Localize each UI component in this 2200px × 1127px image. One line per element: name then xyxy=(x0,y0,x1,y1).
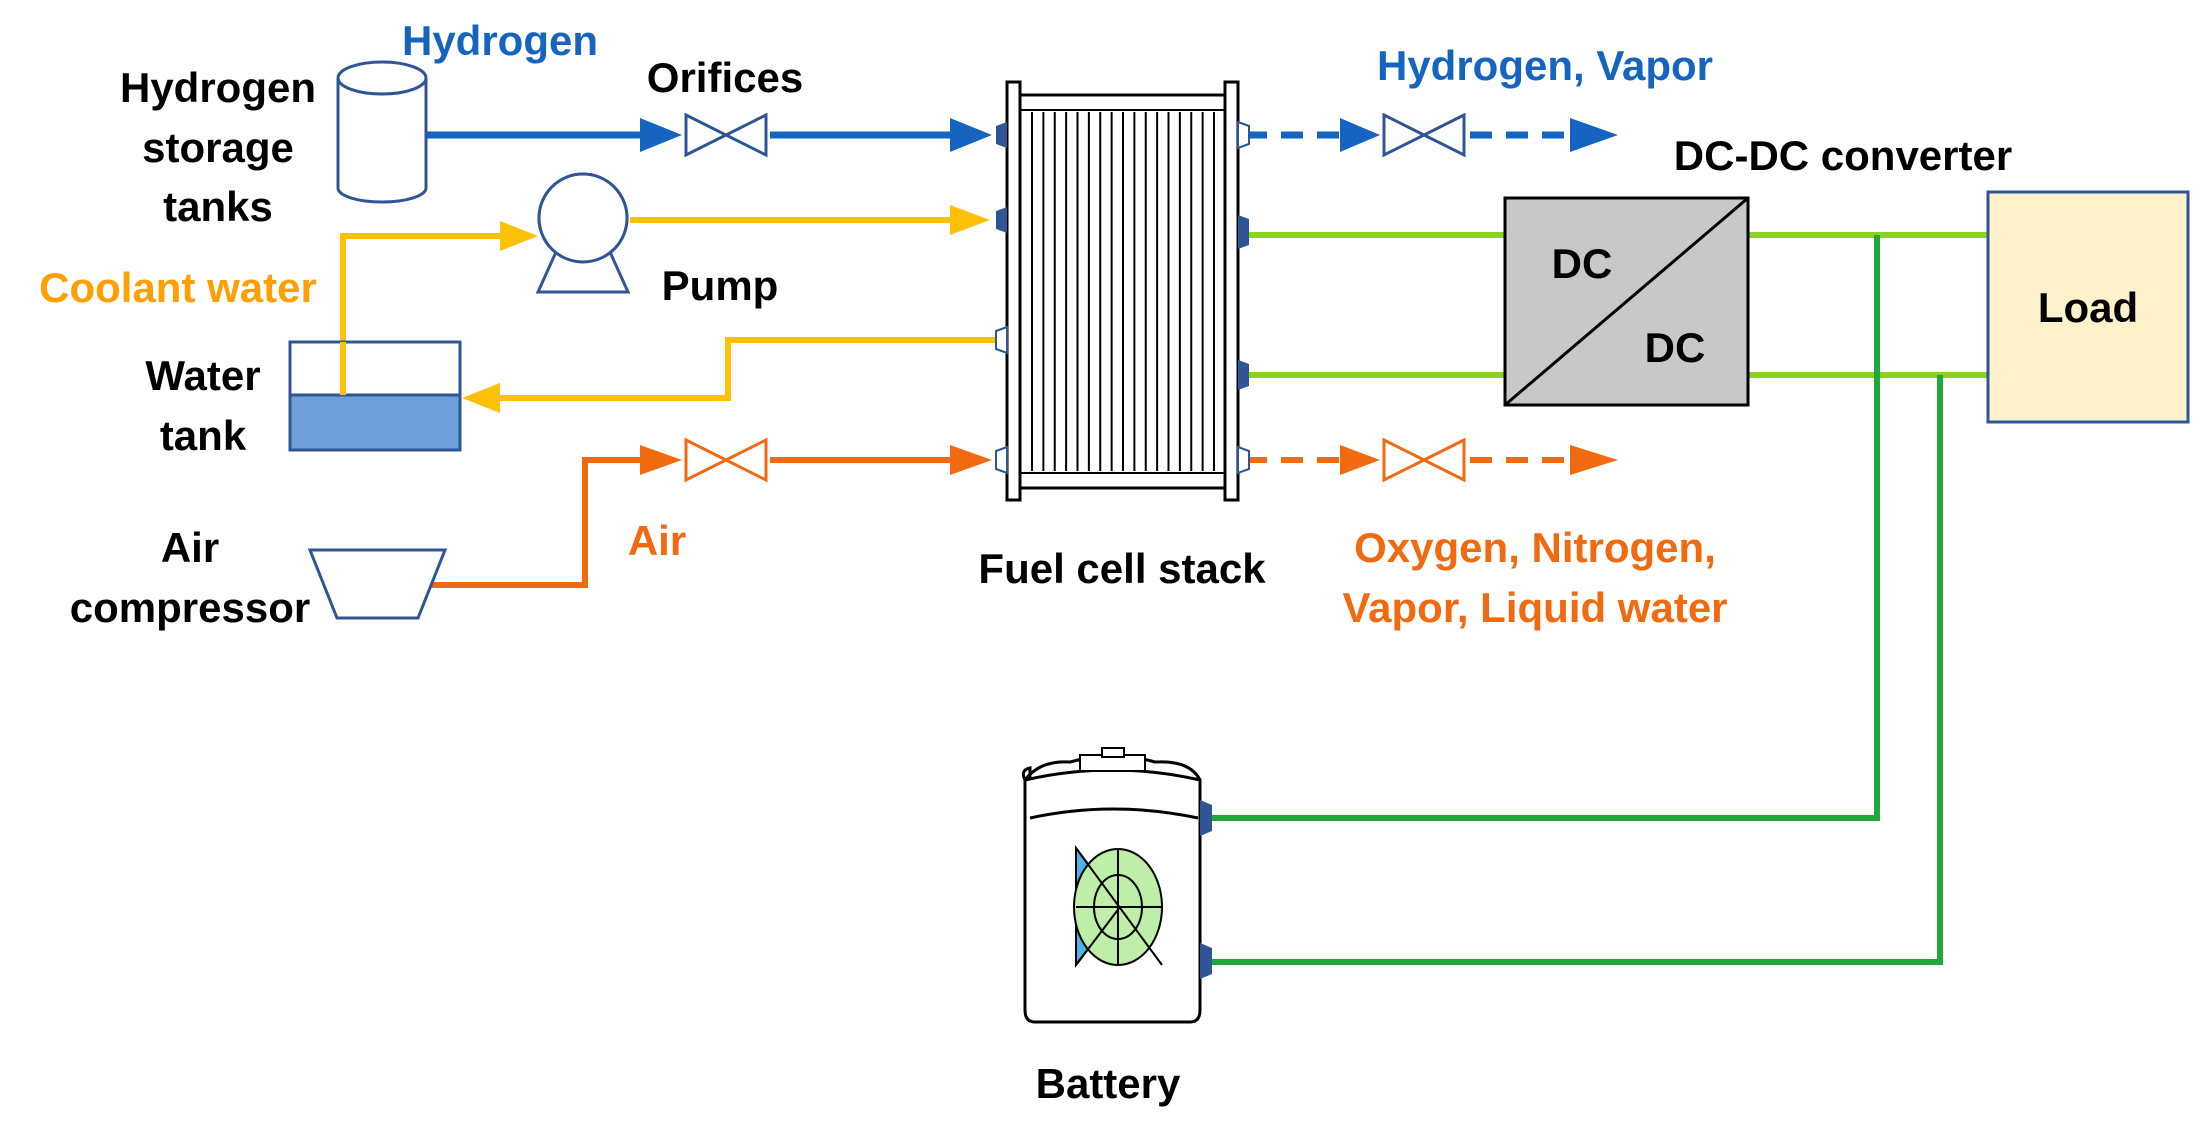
orifices-label: Orifices xyxy=(647,54,803,101)
converter-dc-bottom-label: DC xyxy=(1645,324,1706,371)
battery-wires xyxy=(1212,235,1943,965)
air-exhaust-valve xyxy=(1382,437,1466,483)
dc-dc-converter-label: DC-DC converter xyxy=(1674,132,2012,179)
stack-ports xyxy=(995,120,1250,475)
battery-label: Battery xyxy=(1036,1060,1181,1107)
exhaust-label: Oxygen, Nitrogen, Vapor, Liquid water xyxy=(1342,524,1727,631)
water-tank-line-2: tank xyxy=(160,412,247,459)
hydrogen-exhaust-line xyxy=(1245,118,1618,152)
pump-label: Pump xyxy=(662,262,779,309)
hydrogen-storage-line-3: tanks xyxy=(163,183,273,230)
air-supply-valve xyxy=(684,437,768,483)
air-flow-label: Air xyxy=(628,517,686,564)
air-exhaust-line xyxy=(1245,445,1618,475)
hydrogen-vapor-label: Hydrogen, Vapor xyxy=(1377,42,1713,89)
hydrogen-supply-line xyxy=(425,118,992,152)
air-supply-line xyxy=(425,445,992,588)
hydrogen-exhaust-valve xyxy=(1382,112,1466,158)
converter-dc-top-label: DC xyxy=(1552,240,1613,287)
coolant-return-line xyxy=(462,337,1000,413)
fuel-cell-stack-icon xyxy=(995,80,1250,502)
water-tank-label: Water tank xyxy=(145,352,260,459)
air-compressor-line-1: Air xyxy=(161,524,219,571)
pump-icon xyxy=(535,172,631,294)
coolant-water-label: Coolant water xyxy=(39,264,317,311)
exhaust-line-2: Vapor, Liquid water xyxy=(1342,584,1727,631)
battery-icon xyxy=(1021,747,1212,1024)
hydrogen-tank-icon xyxy=(336,60,428,204)
air-compressor-line-2: compressor xyxy=(70,584,310,631)
hydrogen-orifice-valve xyxy=(684,112,768,158)
hydrogen-storage-line-1: Hydrogen xyxy=(120,64,316,111)
water-tank-line-1: Water xyxy=(145,352,260,399)
load-box xyxy=(1986,190,2190,424)
dc-dc-converter-icon xyxy=(1503,196,1750,407)
battery-emblem-icon xyxy=(1073,844,1163,968)
air-compressor-icon xyxy=(307,548,448,620)
converter-to-load-wires xyxy=(1748,232,1988,378)
stack-to-converter-wires xyxy=(1249,232,1505,378)
hydrogen-storage-label: Hydrogen storage tanks xyxy=(120,64,316,230)
exhaust-line-1: Oxygen, Nitrogen, xyxy=(1354,524,1716,571)
hydrogen-flow-label: Hydrogen xyxy=(402,17,598,64)
hydrogen-storage-line-2: storage xyxy=(142,124,294,171)
stack-plates xyxy=(1031,112,1215,471)
fuel-cell-stack-label: Fuel cell stack xyxy=(978,545,1266,592)
water-tank-icon xyxy=(288,340,462,452)
load-label: Load xyxy=(2038,284,2138,331)
air-compressor-label: Air compressor xyxy=(70,524,310,631)
